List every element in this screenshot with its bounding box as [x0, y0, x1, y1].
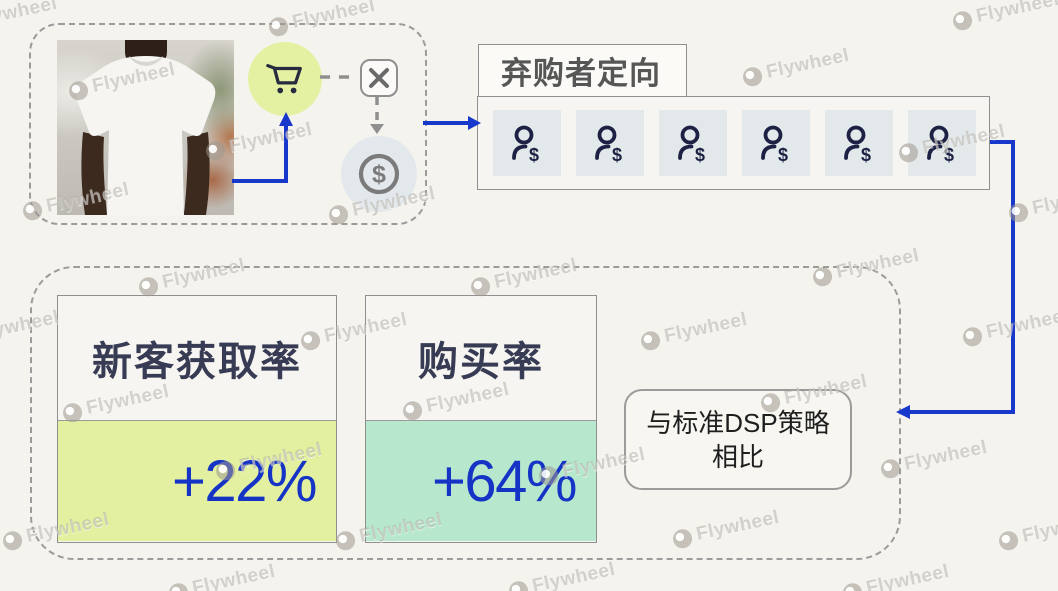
watermark-text: Flywheel: [190, 560, 278, 591]
watermark-text: Flywheel: [764, 44, 852, 84]
revenue-badge: $: [341, 136, 417, 212]
person-dollar-icon: $: [844, 125, 871, 165]
watermark-text: Flywheel: [1020, 508, 1058, 548]
watermark: Flywheel: [167, 561, 277, 591]
flywheel-logo-icon: [841, 581, 864, 591]
watermark-text: Flywheel: [974, 0, 1058, 28]
watermark-text: Flywheel: [902, 436, 990, 476]
svg-text:$: $: [778, 145, 788, 165]
watermark-text: Flywheel: [864, 560, 952, 591]
person-dollar-icon: $: [927, 125, 954, 165]
watermark: Flywheel: [961, 305, 1058, 349]
abandoned-cart-flow-box: $: [29, 23, 427, 225]
flywheel-logo-icon: [1007, 201, 1030, 224]
flywheel-logo-icon: [961, 325, 984, 348]
watermark: Flywheel: [951, 0, 1058, 33]
audience-member-tile: $: [742, 110, 810, 176]
audience-member-tile: $: [825, 110, 893, 176]
cart-badge: [248, 42, 322, 116]
person-in-tshirt-image: [75, 40, 216, 215]
audience-member-tile: $: [659, 110, 727, 176]
stat-card-value: +22%: [58, 420, 336, 541]
flywheel-logo-icon: [167, 581, 190, 591]
svg-text:$: $: [612, 145, 622, 165]
audience-label-box: 弃购者定向: [478, 44, 687, 97]
flywheel-logo-icon: [507, 579, 530, 591]
comparison-line2: 相比: [711, 441, 764, 472]
watermark-text: Flywheel: [984, 304, 1058, 344]
shopping-cart-icon: [266, 64, 302, 94]
watermark: Flywheel: [741, 45, 851, 89]
dollar-circle-icon: $: [358, 153, 400, 195]
watermark-text: Flywheel: [1030, 180, 1058, 220]
svg-text:$: $: [372, 161, 386, 189]
audience-label: 弃购者定向: [501, 56, 661, 91]
stat-card-purchase-rate: 购买率 +64%: [365, 295, 597, 543]
person-dollar-icon: $: [761, 125, 788, 165]
audience-member-tile: $: [576, 110, 644, 176]
audience-member-tile: $: [908, 110, 976, 176]
audience-box: $ $ $ $ $ $: [477, 96, 990, 190]
stat-card-title: 购买率: [418, 340, 544, 384]
comparison-note: 与标准DSP策略 相比: [624, 389, 852, 490]
person-dollar-icon: $: [512, 125, 539, 165]
results-box: 新客获取率 +22% 购买率 +64% 与标准DSP策略 相比: [30, 266, 901, 560]
flywheel-logo-icon: [1, 529, 24, 552]
watermark: Flywheel: [997, 509, 1058, 553]
flywheel-logo-icon: [741, 65, 764, 88]
watermark: Flywheel: [507, 559, 617, 591]
flywheel-logo-icon: [951, 9, 974, 32]
x-mark-icon: [369, 68, 389, 88]
person-dollar-icon: $: [678, 125, 705, 165]
svg-text:$: $: [861, 145, 871, 165]
comparison-line1: 与标准DSP策略: [646, 407, 830, 438]
stat-card-new-customer-rate: 新客获取率 +22%: [57, 295, 337, 543]
abandon-badge: [360, 59, 398, 97]
flywheel-logo-icon: [997, 529, 1020, 552]
stat-card-title: 新客获取率: [92, 340, 302, 384]
watermark-text: Flywheel: [530, 558, 618, 591]
watermark: Flywheel: [841, 561, 951, 591]
audience-member-tile: $: [493, 110, 561, 176]
svg-text:$: $: [695, 145, 705, 165]
svg-text:$: $: [944, 145, 954, 165]
product-photo: [57, 40, 234, 215]
svg-text:$: $: [529, 145, 539, 165]
stat-card-value: +64%: [366, 420, 596, 541]
watermark: Flywheel: [1007, 181, 1058, 225]
person-dollar-icon: $: [595, 125, 622, 165]
